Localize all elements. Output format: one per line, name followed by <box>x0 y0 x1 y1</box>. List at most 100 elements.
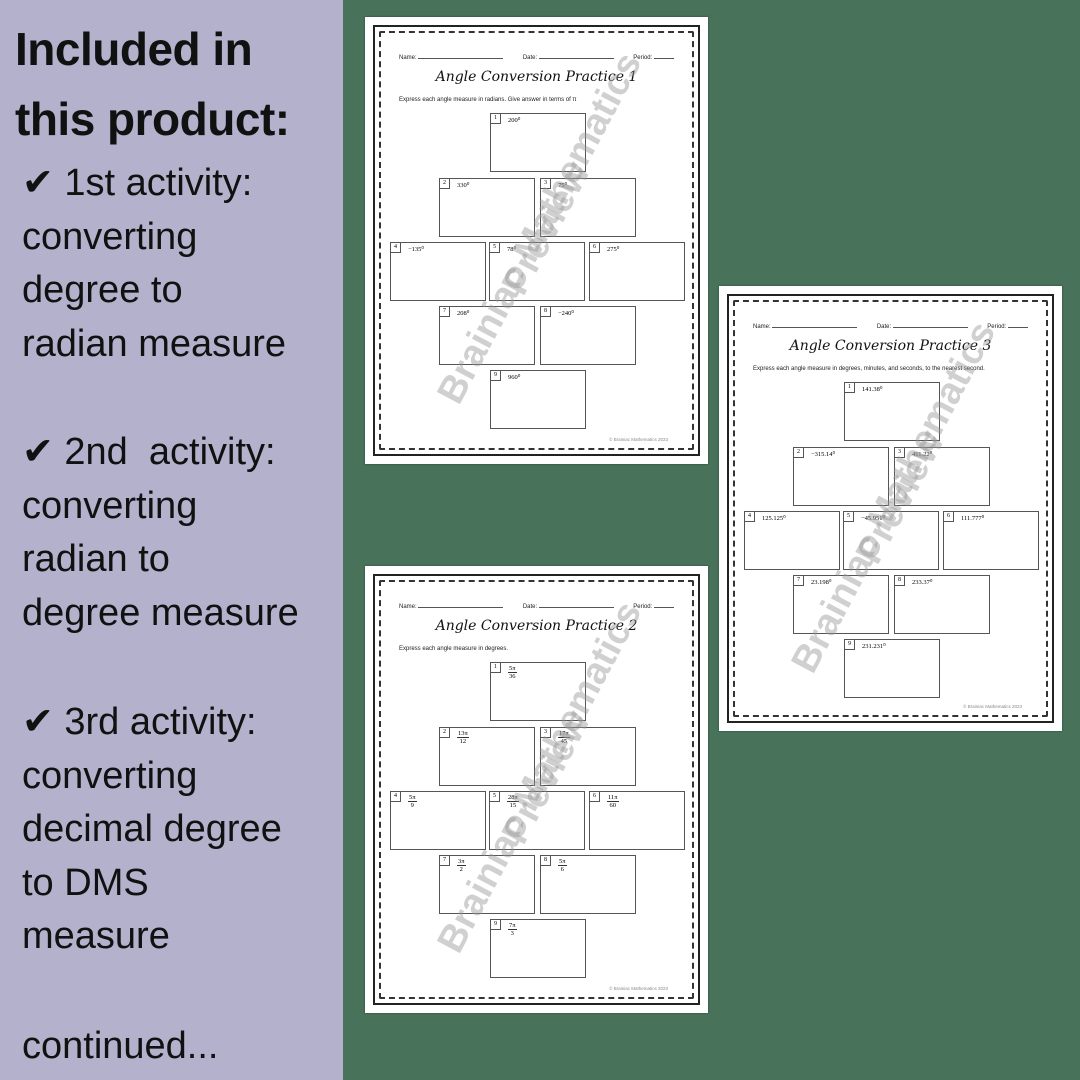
worksheet-instruction: Express each angle measure in radians. G… <box>399 97 577 103</box>
problem-number: 1 <box>845 383 855 393</box>
activity-line: ✔ 1st activity: <box>22 162 253 204</box>
angle-value: −135⁰ <box>408 246 425 253</box>
problem-number: 3 <box>895 448 905 458</box>
problem-number: 1 <box>491 663 501 673</box>
problem-number: 3 <box>541 179 551 189</box>
numerator: 5π <box>508 665 517 673</box>
worksheet-preview: Name: Date: Period: Angle Conversion Pra… <box>365 566 708 1013</box>
period-label: Period: <box>633 55 653 61</box>
angle-value: 23.198⁰ <box>811 579 832 586</box>
activity-line: converting <box>22 484 198 527</box>
product-info-panel: Included in this product: ✔ 1st activity… <box>0 0 343 1080</box>
denominator: 15 <box>509 802 517 809</box>
name-label: Name: <box>399 604 417 610</box>
numerator: 13π <box>457 730 469 738</box>
activity-line: converting <box>22 215 198 258</box>
angle-value: 141.38⁰ <box>862 386 883 393</box>
angle-value: 200⁰ <box>508 117 521 124</box>
angle-value: 111.777⁰ <box>961 515 985 522</box>
angle-value: 960⁰ <box>508 374 521 381</box>
problem-box: 6 111.777⁰ <box>943 511 1039 570</box>
angle-value: 330⁰ <box>457 182 470 189</box>
border-frame <box>373 25 700 456</box>
activity-line: radian measure <box>22 322 287 365</box>
problem-number: 5 <box>844 512 854 522</box>
problem-number: 6 <box>944 512 954 522</box>
problem-box: 7 23.198⁰ <box>793 575 889 634</box>
problem-number: 9 <box>491 371 501 381</box>
student-info-line: Name: Date: Period: <box>399 604 674 610</box>
problem-box: 9 960⁰ <box>490 370 586 429</box>
problem-number: 2 <box>440 179 450 189</box>
activity-line: degree to <box>22 269 183 311</box>
problem-box: 6 275⁰ <box>589 242 685 301</box>
angle-value: 125.125⁰ <box>762 515 786 522</box>
activity-line: measure <box>22 915 170 957</box>
activity-line: decimal degree <box>22 808 282 850</box>
activity-line: radian to <box>22 538 170 580</box>
problem-box: 2 330⁰ <box>439 178 535 237</box>
denominator: 36 <box>509 673 516 680</box>
problem-number: 9 <box>845 640 855 650</box>
problem-box: 9 231.231⁰ <box>844 639 940 698</box>
problem-number: 7 <box>440 856 450 866</box>
numerator: 7π <box>508 922 517 930</box>
activity-line: ✔ 2nd activity: <box>22 431 276 473</box>
problem-box: 4 125.125⁰ <box>744 511 840 570</box>
worksheet-title: Angle Conversion Practice 2 <box>435 618 638 634</box>
activity-line: ✔ 3rd activity: <box>22 701 257 743</box>
denominator: 12 <box>459 738 467 745</box>
copyright: © Brainiac Mathematics 2023 <box>963 704 1022 709</box>
problem-box: 1 141.38⁰ <box>844 382 940 441</box>
denominator: 3 <box>510 930 514 937</box>
student-info-line: Name: Date: Period: <box>399 55 674 61</box>
angle-value: 75⁰ <box>558 182 568 189</box>
problem-number: 4 <box>391 792 401 802</box>
angle-value: 275⁰ <box>607 246 620 253</box>
date-label: Date: <box>522 55 538 61</box>
problem-number: 8 <box>541 307 551 317</box>
copyright: © Brainiac Mathematics 2023 <box>609 986 668 991</box>
copyright: © Brainiac Mathematics 2023 <box>609 437 668 442</box>
numerator: 17π <box>558 730 570 738</box>
problem-number: 7 <box>794 576 804 586</box>
angle-value: −240⁰ <box>558 310 575 317</box>
activity-line: to DMS <box>22 861 149 904</box>
problem-number: 6 <box>590 243 600 253</box>
problem-box: 5−45.951⁰ <box>843 511 939 570</box>
name-label: Name: <box>399 55 417 61</box>
angle-value: 78⁰ <box>507 246 517 253</box>
worksheet-instruction: Express each angle measure in degrees, m… <box>753 366 985 372</box>
numerator: 5π <box>408 794 417 802</box>
angle-value: 231.231⁰ <box>862 643 886 650</box>
problem-box: 3 75⁰ <box>540 178 636 237</box>
problem-number: 3 <box>541 728 551 738</box>
denominator: 60 <box>609 802 617 809</box>
worksheet-preview: Name: Date: Period: Angle Conversion Pra… <box>719 286 1062 731</box>
numerator: 28π <box>507 794 519 802</box>
period-label: Period: <box>987 324 1007 330</box>
problem-number: 4 <box>745 512 755 522</box>
worksheet-preview: Name: Date: Period: Angle Conversion Pra… <box>365 17 708 464</box>
date-label: Date: <box>522 604 538 610</box>
student-info-line: Name: Date: Period: <box>753 324 1028 330</box>
date-label: Date: <box>876 324 892 330</box>
angle-value: −315.14⁰ <box>811 451 836 458</box>
activity-line: converting <box>22 754 198 797</box>
problem-number: 9 <box>491 920 501 930</box>
heading-line: this product: <box>15 93 290 145</box>
continued-text: continued... <box>22 1025 219 1067</box>
worksheet-instruction: Express each angle measure in degrees. <box>399 646 509 652</box>
problem-number: 8 <box>541 856 551 866</box>
